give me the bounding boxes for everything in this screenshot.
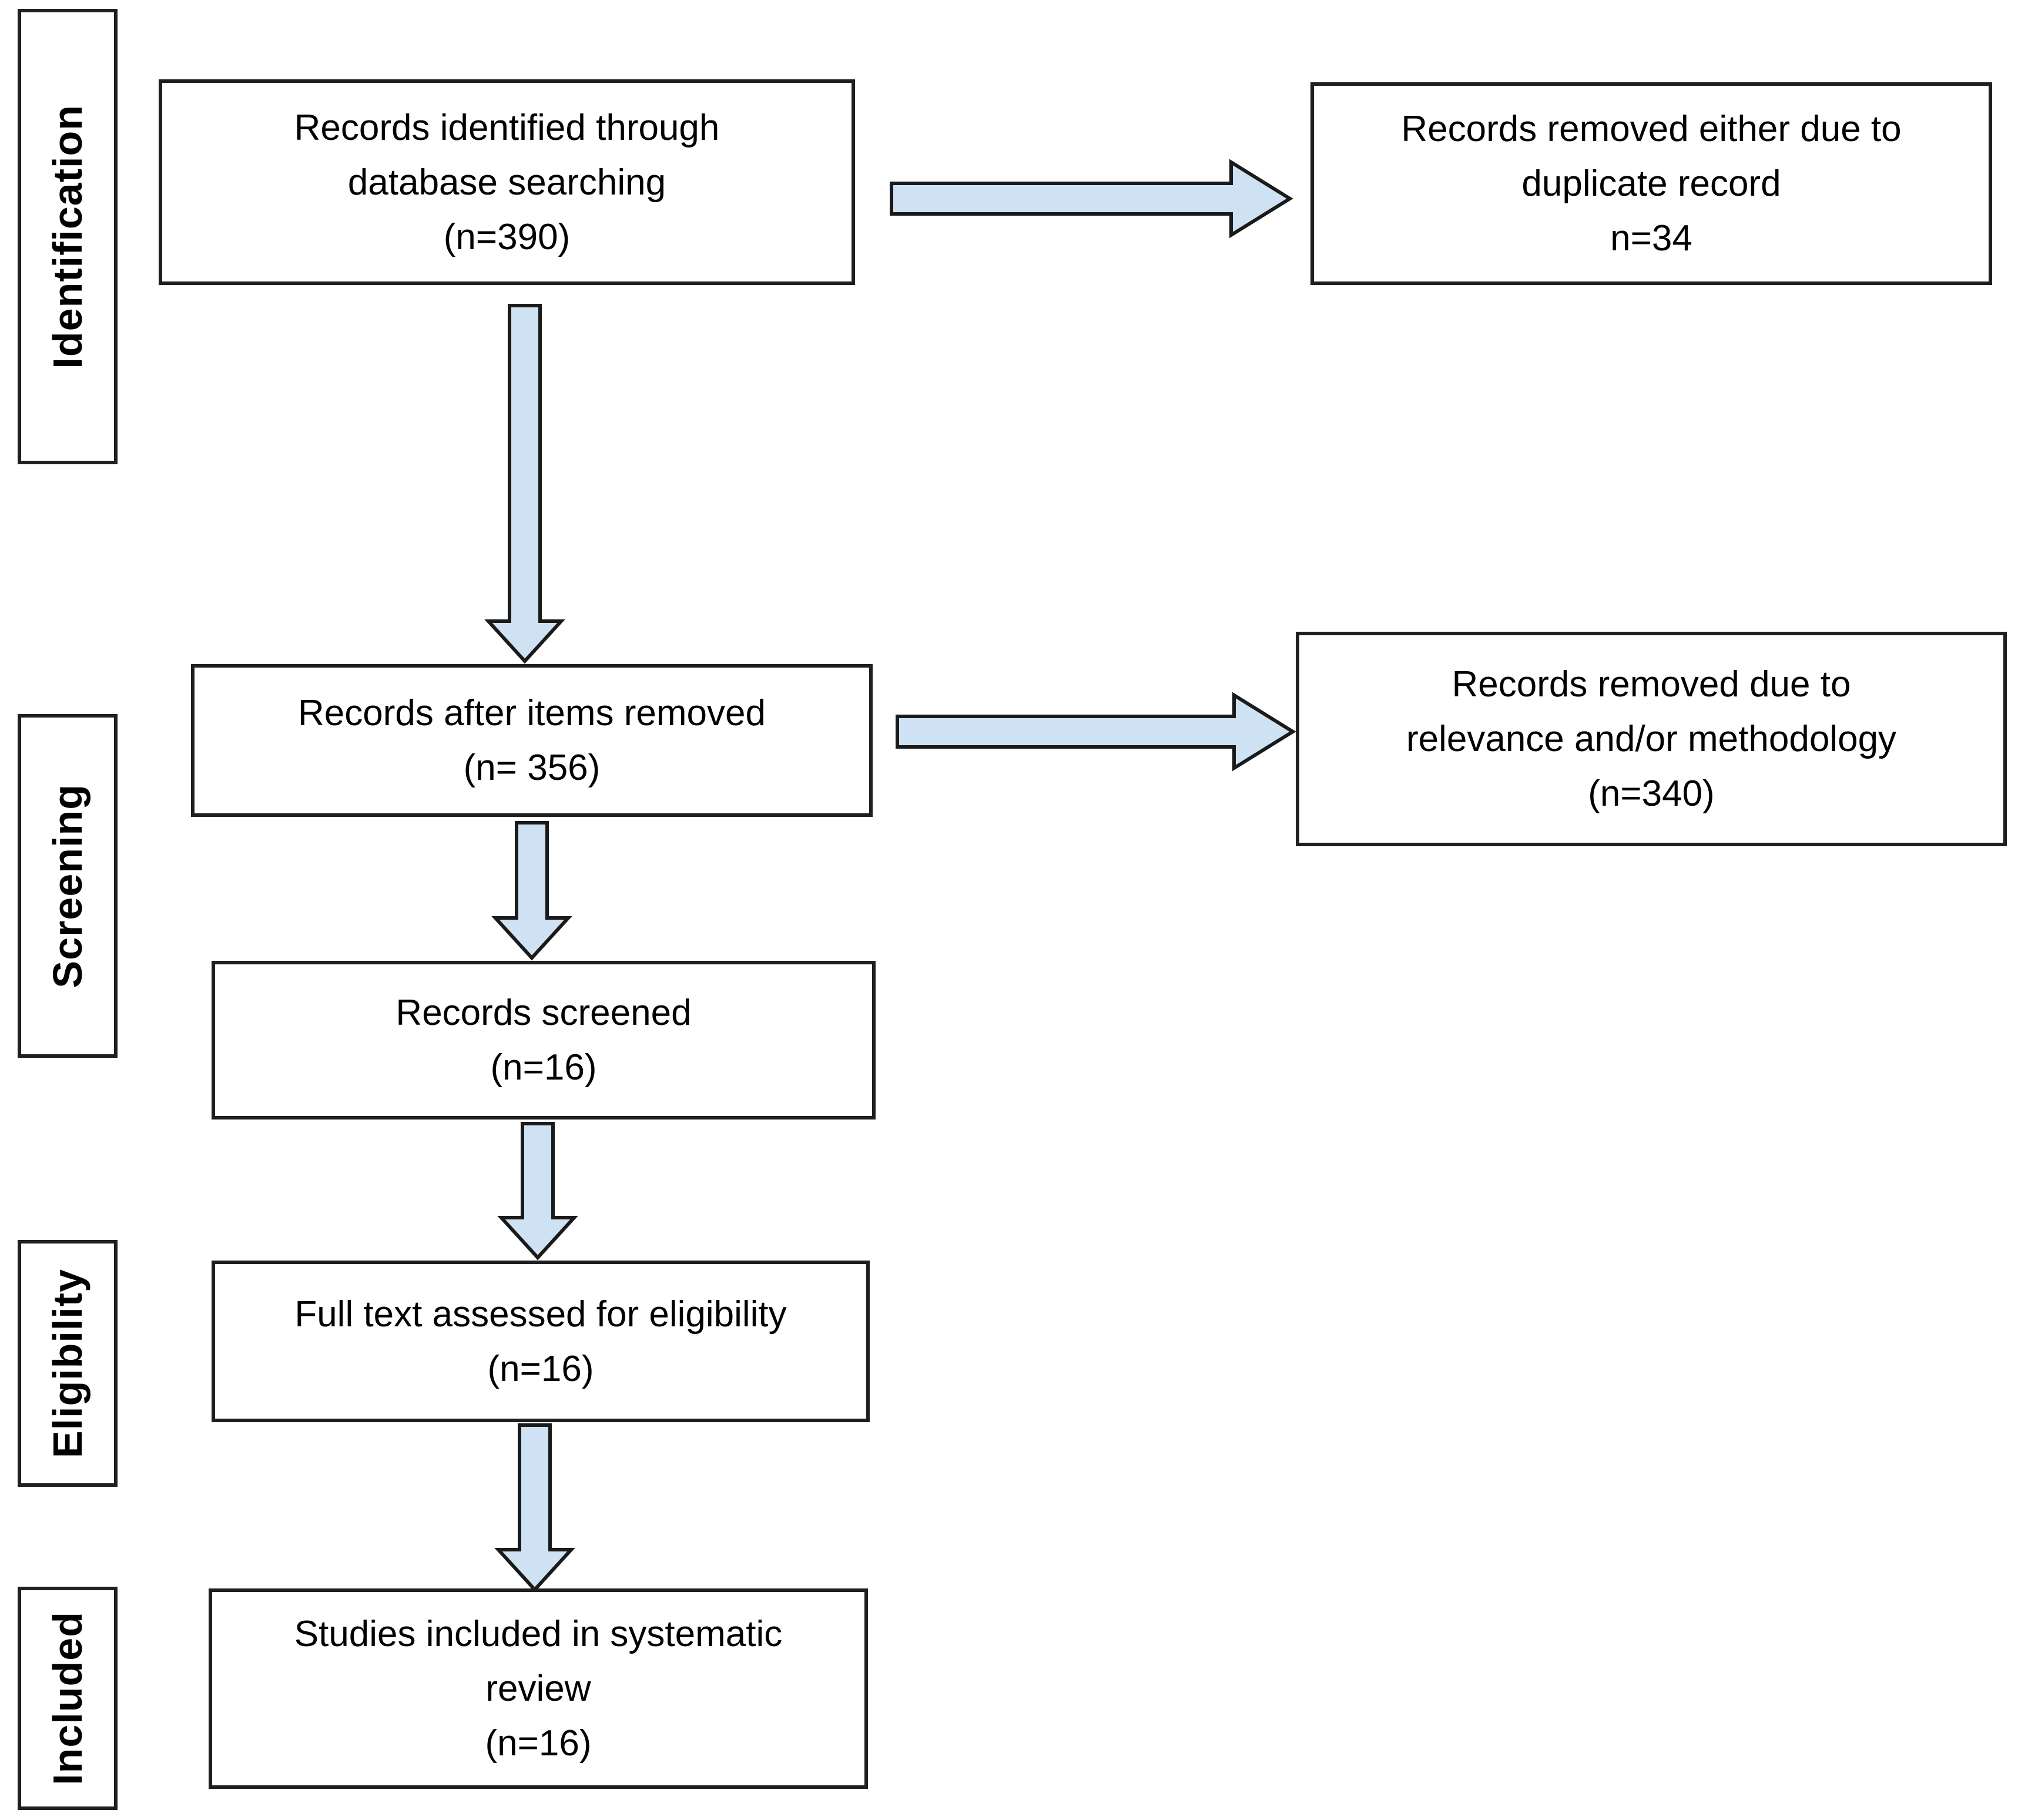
stage-label-eligibility: Eligibility — [18, 1240, 118, 1487]
arrow-after-removed-down-to-screened — [491, 821, 572, 961]
box-records-after-removed: Records after items removed (n= 356) — [191, 664, 873, 817]
box-studies-included-text: Studies included in systematic review (n… — [294, 1614, 783, 1764]
arrow-full-text-down-to-included — [494, 1423, 575, 1593]
box-records-removed-duplicates: Records removed either due to duplicate … — [1310, 82, 1992, 285]
stage-label-identification: Identification — [18, 9, 118, 464]
stage-label-text: Identification — [45, 104, 90, 369]
box-full-text-assessed-text: Full text assessed for eligibility (n=16… — [294, 1293, 787, 1389]
box-records-screened-text: Records screened (n=16) — [395, 993, 692, 1088]
box-records-removed-duplicates-text: Records removed either due to duplicate … — [1401, 109, 1902, 259]
arrow-identified-down-to-after-removed — [484, 304, 565, 664]
box-studies-included: Studies included in systematic review (n… — [209, 1588, 868, 1789]
arrow-screened-down-to-full-text — [497, 1122, 578, 1261]
stage-label-text: Included — [45, 1611, 90, 1785]
stage-label-included: Included — [18, 1587, 118, 1810]
box-records-after-removed-text: Records after items removed (n= 356) — [298, 693, 766, 788]
box-full-text-assessed: Full text assessed for eligibility (n=16… — [212, 1261, 870, 1422]
stage-label-text: Screening — [45, 783, 90, 988]
arrow-after-removed-to-relevance-removed — [896, 692, 1296, 772]
box-records-removed-relevance-text: Records removed due to relevance and/or … — [1406, 664, 1897, 814]
box-records-screened: Records screened (n=16) — [212, 961, 876, 1120]
arrow-identified-to-duplicates-removed — [890, 159, 1293, 239]
box-records-identified-text: Records identified through database sear… — [294, 107, 720, 257]
stage-label-text: Eligibility — [45, 1268, 90, 1459]
box-records-identified: Records identified through database sear… — [159, 79, 855, 285]
box-records-removed-relevance: Records removed due to relevance and/or … — [1296, 632, 2007, 846]
stage-label-screening: Screening — [18, 714, 118, 1058]
